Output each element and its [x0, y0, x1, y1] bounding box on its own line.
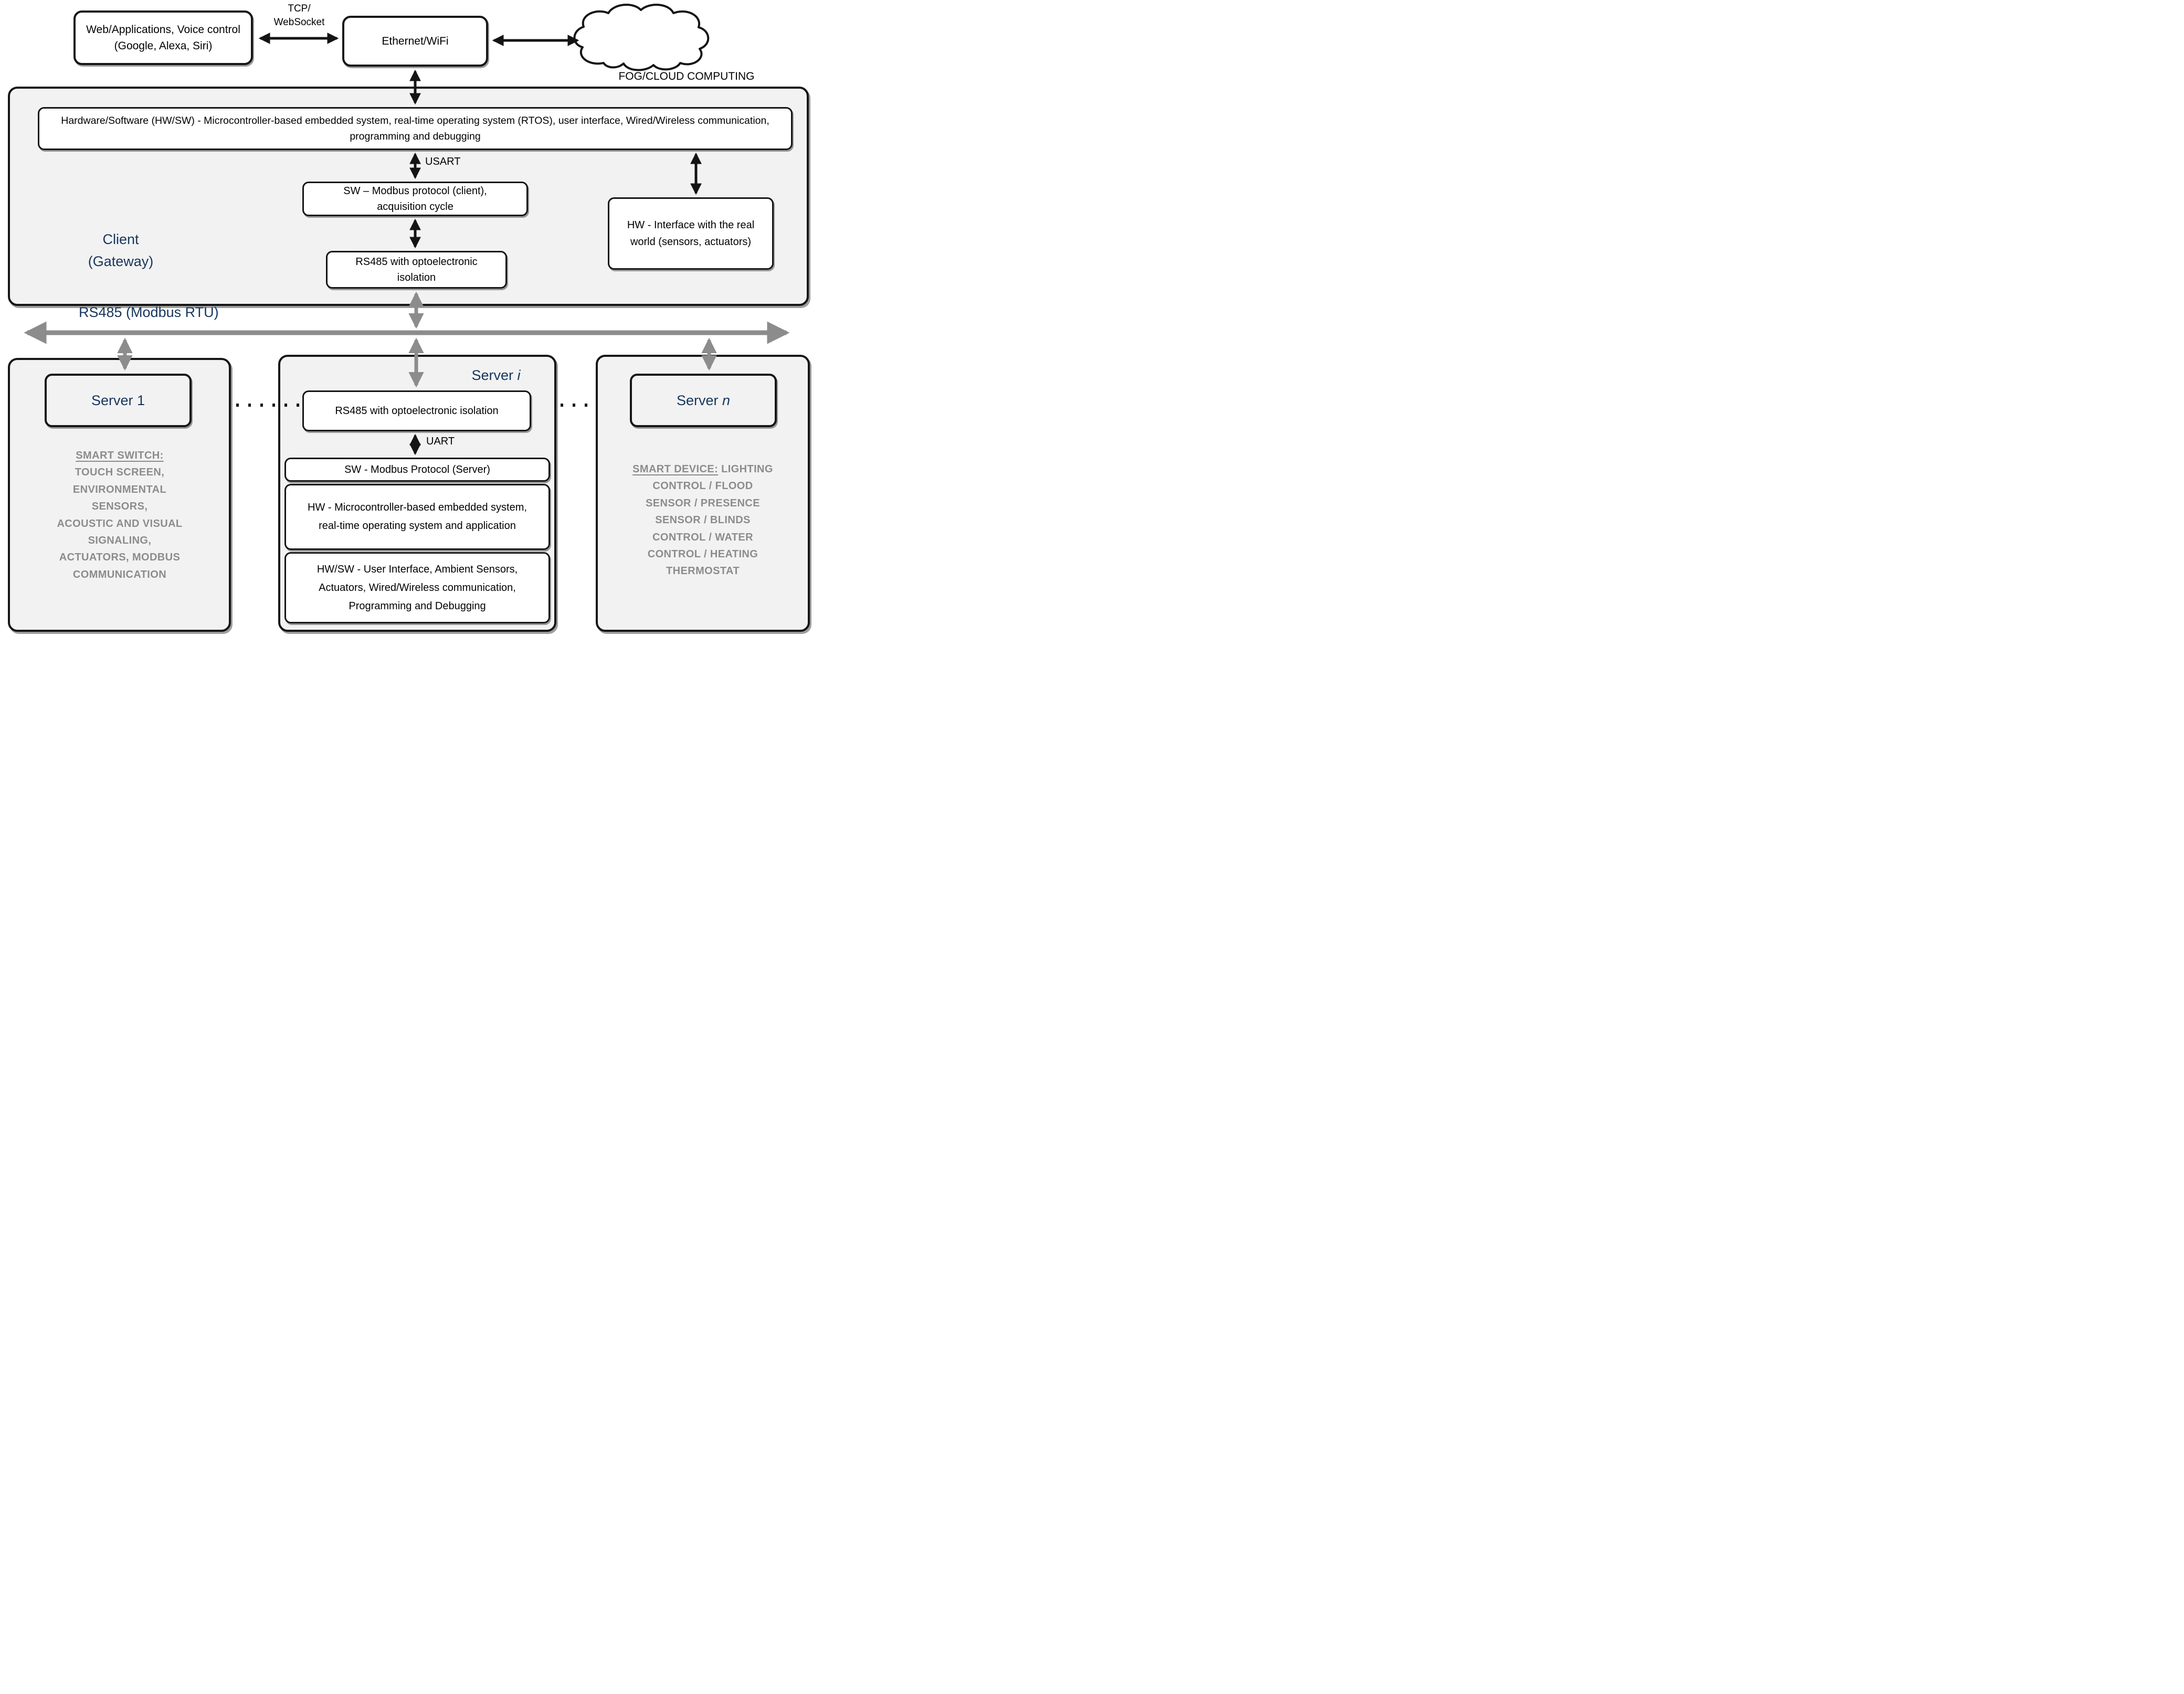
server-i-hwsw-label: HW/SW - User Interface, Ambient Sensors,…: [316, 563, 518, 612]
usart-label: USART: [425, 156, 461, 167]
server-i-title: Server i: [471, 367, 521, 383]
client-hwsw-node: Hardware/Software (HW/SW) - Microcontrol…: [38, 107, 793, 150]
client-sw-modbus-node: SW – Modbus protocol (client), acquisiti…: [302, 182, 528, 216]
server-n-heading: SMART DEVICE:: [632, 463, 719, 475]
ethernet-wifi-node: Ethernet/WiFi: [342, 16, 488, 67]
client-hwsw-label: Hardware/Software (HW/SW) - Microcontrol…: [61, 114, 769, 142]
server-i-hwsw-node: HW/SW - User Interface, Ambient Sensors,…: [284, 552, 550, 623]
server-i-rs485-label: RS485 with optoelectronic isolation: [335, 405, 499, 417]
server1-description: SMART SWITCH: TOUCH SCREEN, ENVIRONMENTA…: [57, 450, 183, 580]
client-hw-interface-node: HW - Interface with the real world (sens…: [608, 197, 774, 270]
tcp-websocket-label: TCP/ WebSocket: [273, 3, 325, 28]
rs485-bus-label: RS485 (Modbus RTU): [79, 304, 219, 320]
web-applications-node: Web/Applications, Voice control (Google,…: [73, 10, 253, 65]
server1-title: Server 1: [91, 392, 145, 408]
fog-cloud-caption: FOG/CLOUD COMPUTING: [618, 70, 755, 82]
client-rs485-label: RS485 with optoelectronic isolation: [355, 256, 478, 283]
server-i-hw-label: HW - Microcontroller-based embedded syst…: [308, 502, 527, 532]
smart-home-architecture-diagram: Web/Applications, Voice control (Google,…: [0, 0, 819, 636]
server-n-title-box: Server n: [630, 374, 777, 427]
server-i-hw-node: HW - Microcontroller-based embedded syst…: [284, 484, 550, 550]
server1-title-box: Server 1: [45, 374, 192, 427]
client-hw-interface-label: HW - Interface with the real world (sens…: [627, 219, 755, 248]
cloud-icon: [573, 3, 710, 71]
client-rs485-node: RS485 with optoelectronic isolation: [326, 251, 507, 289]
client-sw-modbus-label: SW – Modbus protocol (client), acquisiti…: [343, 185, 487, 213]
client-gateway-title: Client (Gateway): [88, 231, 154, 269]
server1-heading: SMART SWITCH:: [76, 450, 164, 461]
server-i-sw-modbus-label: SW - Modbus Protocol (Server): [344, 463, 490, 475]
ethernet-wifi-label: Ethernet/WiFi: [382, 35, 449, 47]
server-i-sw-modbus-node: SW - Modbus Protocol (Server): [284, 458, 550, 482]
server-n-description: SMART DEVICE: LIGHTING CONTROL / FLOOD S…: [632, 463, 773, 577]
uart-label: UART: [426, 436, 455, 447]
web-applications-label: Web/Applications, Voice control (Google,…: [86, 23, 240, 52]
server-n-title: Server n: [676, 392, 731, 408]
server-i-rs485-node: RS485 with optoelectronic isolation: [302, 390, 531, 431]
